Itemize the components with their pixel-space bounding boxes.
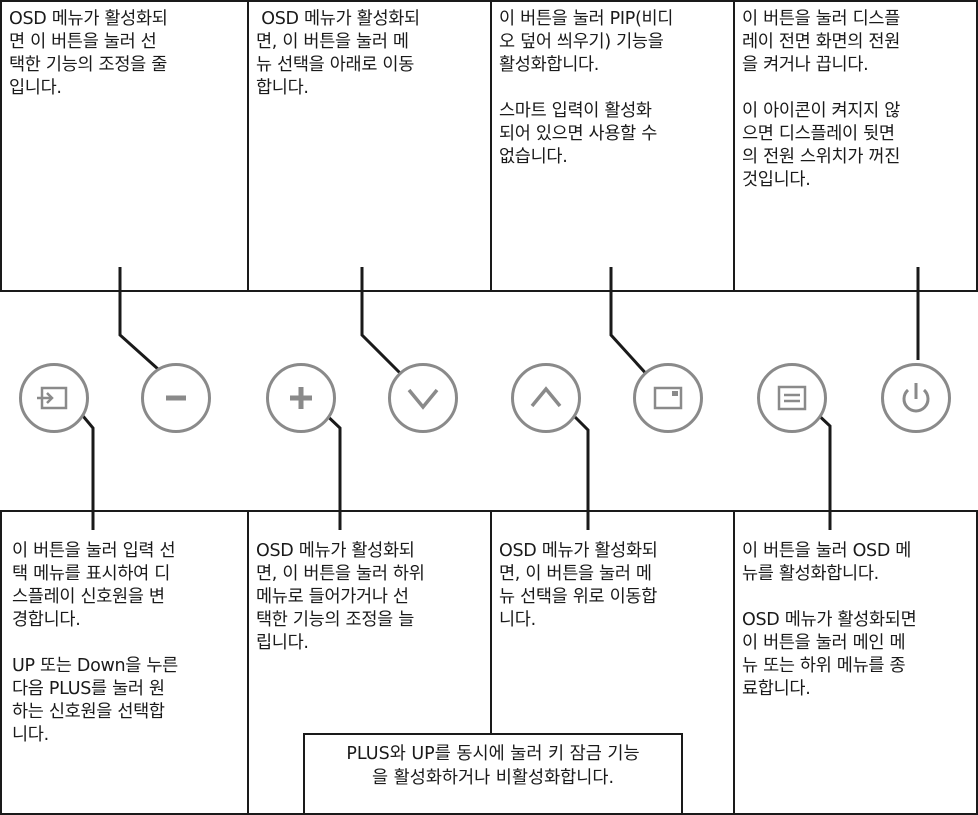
minus-button[interactable] — [141, 363, 211, 433]
bottom-text-input: 이 버튼을 눌러 입력 선 택 메뉴를 표시하여 디 스플레이 신호원을 변 경… — [12, 541, 178, 745]
power-icon — [902, 383, 930, 413]
plus-icon — [290, 387, 312, 409]
menu-button[interactable] — [757, 363, 827, 433]
bottom-text-plus: OSD 메뉴가 활성화되 면, 이 버튼을 눌러 하위 메뉴로 들어가거나 선 … — [256, 541, 425, 653]
down-button[interactable] — [388, 363, 458, 433]
bottom-box-menu — [733, 510, 978, 815]
pip-button[interactable] — [633, 363, 703, 433]
top-box-minus — [0, 0, 249, 292]
pip-icon — [653, 386, 683, 410]
top-box-power — [733, 0, 978, 292]
bottom-box-input — [0, 510, 249, 815]
menu-icon — [777, 385, 807, 411]
top-text-pip: 이 버튼을 눌러 PIP(비디 오 덮어 씌우기) 기능을 활성화합니다. 스마… — [499, 9, 674, 167]
input-select-button[interactable] — [19, 363, 89, 433]
bottom-text-up: OSD 메뉴가 활성화되 면, 이 버튼을 눌러 메 뉴 선택을 위로 이동합 … — [499, 541, 658, 630]
top-text-minus: OSD 메뉴가 활성화되 면 이 버튼을 눌러 선 택한 기능의 조정을 줄 입… — [9, 9, 168, 98]
minus-icon — [166, 395, 186, 401]
up-button[interactable] — [511, 363, 581, 433]
plus-button[interactable] — [266, 363, 336, 433]
up-arrow-icon — [530, 386, 562, 408]
power-button[interactable] — [881, 363, 951, 433]
top-text-power: 이 버튼을 눌러 디스플 레이 전면 화면의 전원 을 켜거나 끕니다. 이 아… — [742, 9, 900, 190]
top-text-down: OSD 메뉴가 활성화되 면, 이 버튼을 눌러 메 뉴 선택을 아래로 이동 … — [256, 9, 420, 98]
down-arrow-icon — [407, 388, 439, 410]
top-box-down — [247, 0, 492, 292]
input-select-icon — [37, 386, 68, 410]
bottom-text-menu: 이 버튼을 눌러 OSD 메 뉴를 활성화합니다. OSD 메뉴가 활성화되면 … — [742, 541, 917, 699]
key-lock-note: PLUS와 UP를 동시에 눌러 키 잠금 기능 을 활성화하거나 비활성화합니… — [303, 733, 683, 815]
